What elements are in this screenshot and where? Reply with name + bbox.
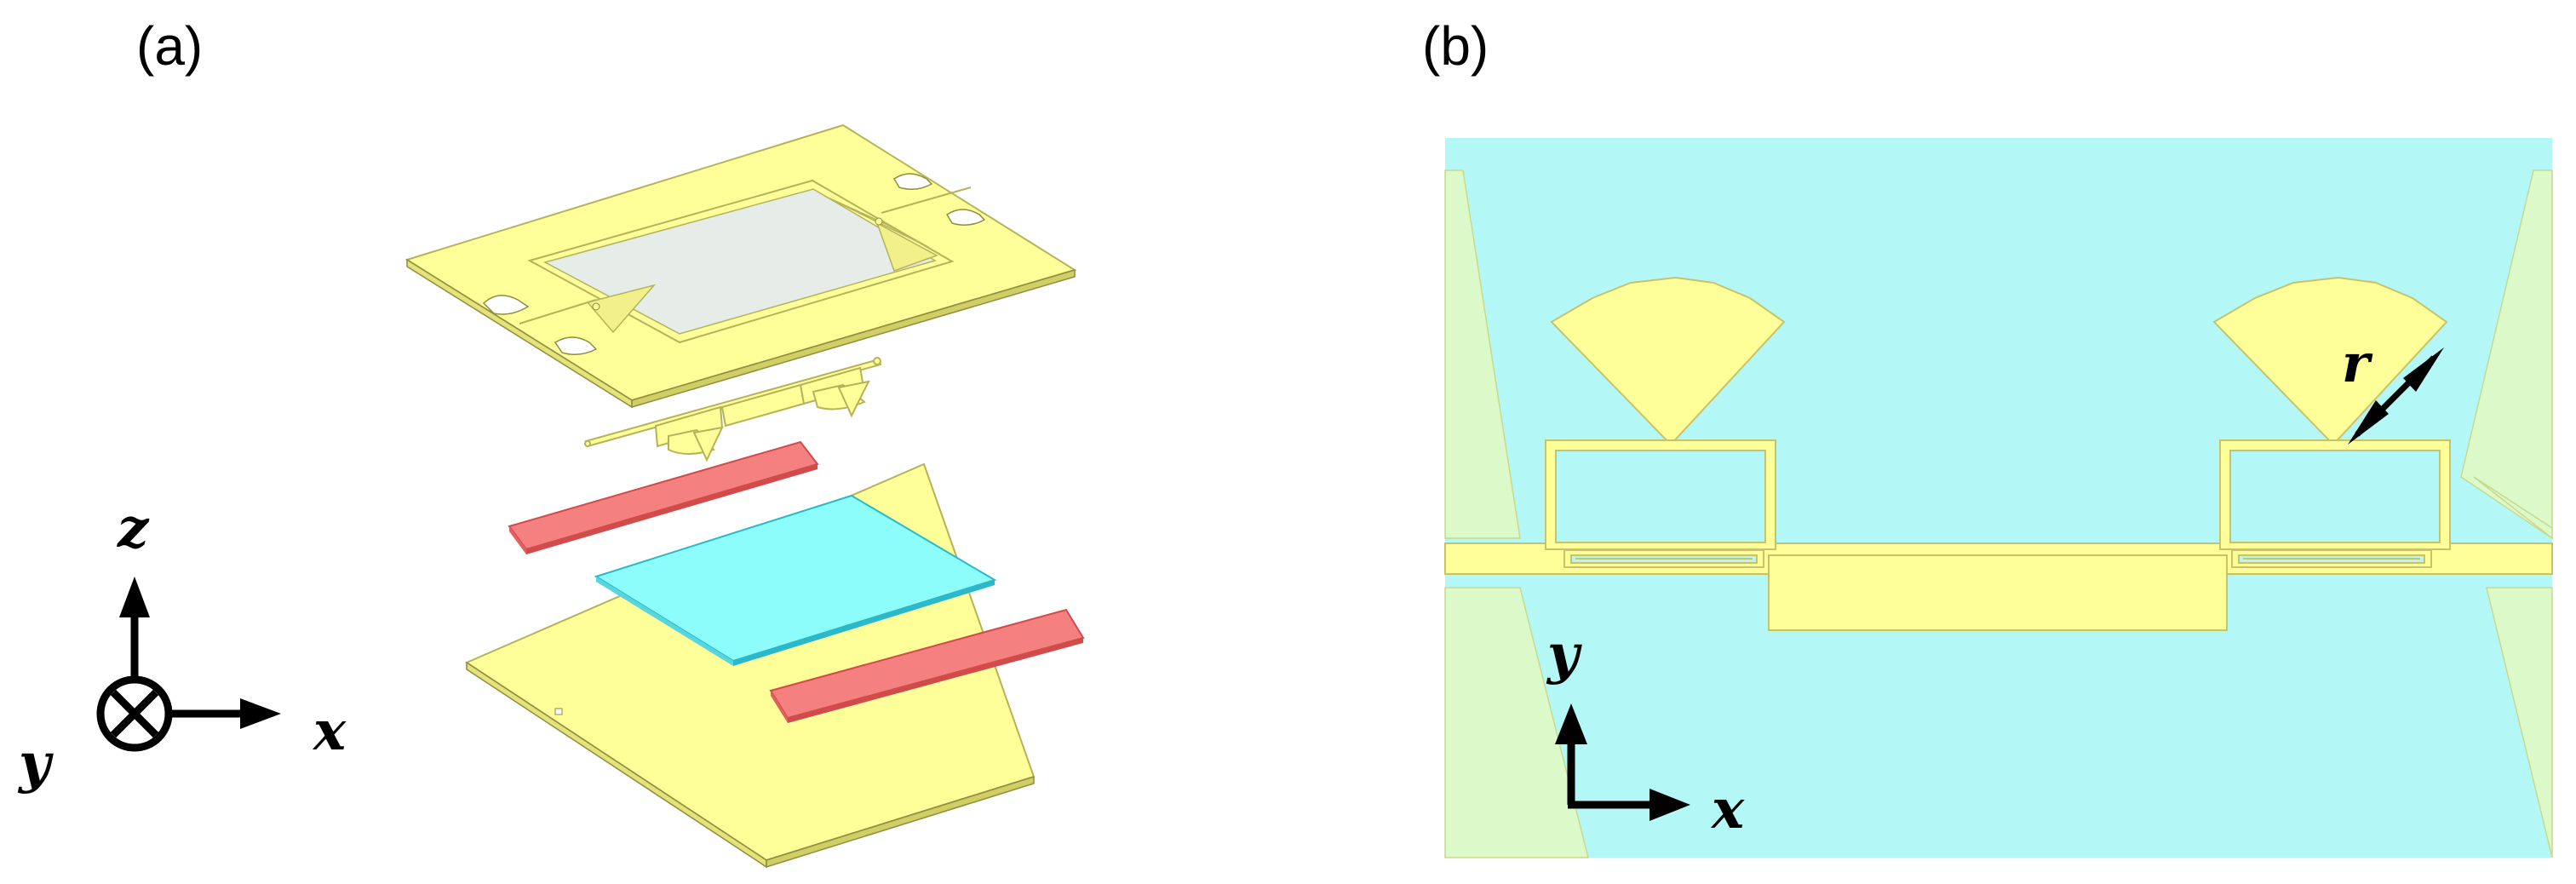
z-axis-arrow	[119, 577, 150, 617]
y-axis-label-a: y	[17, 732, 54, 795]
radius-dimension	[2348, 347, 2444, 445]
circuit-trace-layer	[584, 357, 882, 462]
red-strip-lower	[769, 608, 1085, 723]
x-axis-label-a: x	[312, 699, 347, 763]
radius-label: r	[2342, 332, 2373, 394]
x-axis-arrow	[240, 698, 281, 729]
red-strip-upper	[508, 440, 819, 554]
x-axis-arrow-b	[1649, 789, 1690, 821]
side-ground-regions	[1444, 169, 2553, 858]
axes-triad-b	[1555, 703, 1690, 821]
panel-label-a: (a)	[136, 15, 204, 77]
y-axis-label-b: y	[1546, 623, 1582, 686]
x-axis-label-b: x	[1710, 778, 1745, 841]
z-axis-label: z	[117, 497, 150, 560]
axes-triad-a	[96, 577, 281, 752]
panel-label-b: (b)	[1422, 15, 1489, 77]
left-resonator	[1545, 276, 1786, 568]
exploded-view	[404, 123, 1085, 869]
top-metal-plate	[404, 123, 1077, 409]
right-resonator	[2212, 276, 2451, 568]
y-axis-arrow-b	[1555, 703, 1587, 744]
top-view-layout	[1444, 138, 2553, 858]
dielectric-slab	[594, 494, 997, 666]
